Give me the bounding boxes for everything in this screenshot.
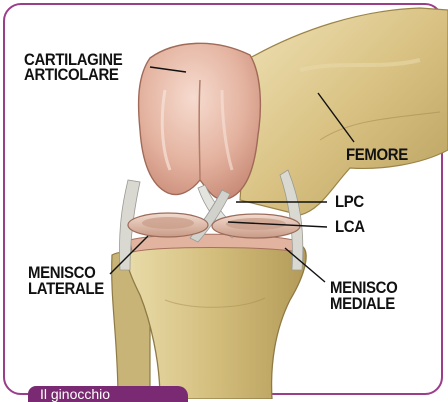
femur-bone	[240, 8, 448, 215]
tibia-bone	[126, 239, 306, 399]
label-menisco-laterale-line2: LATERALE	[28, 281, 104, 297]
label-femore: FEMORE	[346, 147, 408, 163]
caption-tab: Il ginocchio	[28, 386, 188, 402]
label-menisco-mediale-line2: MEDIALE	[330, 296, 395, 312]
label-lpc: LPC	[335, 194, 364, 210]
label-lca: LCA	[335, 219, 365, 235]
label-cartilagine-line2: ARTICOLARE	[24, 67, 119, 83]
